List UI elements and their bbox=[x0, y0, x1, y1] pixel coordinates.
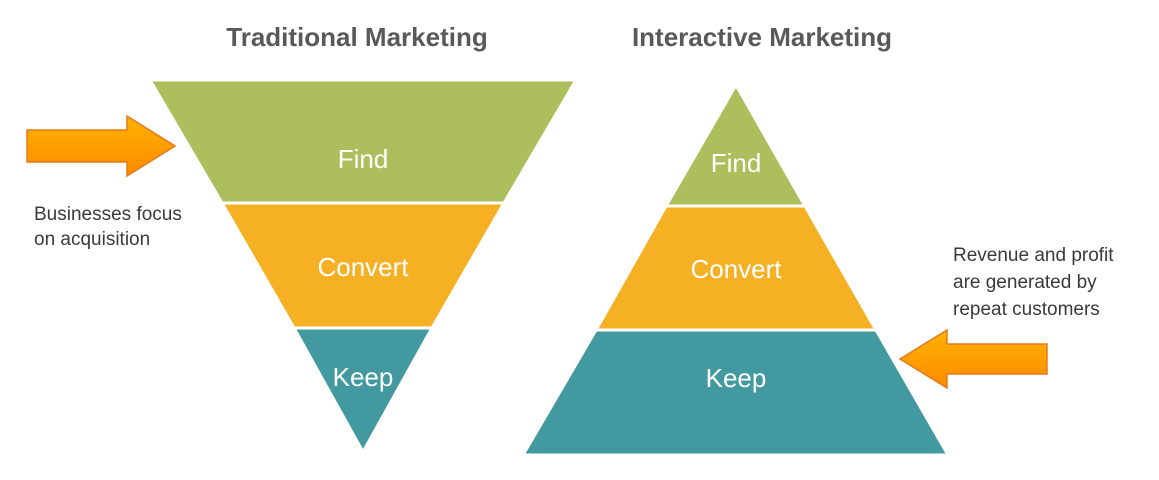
traditional-marketing-title: Traditional Marketing bbox=[226, 22, 488, 52]
acquisition-note: Businesses focus on acquisition bbox=[34, 204, 187, 250]
pyramid-layer-find bbox=[663, 81, 808, 208]
repeat-customers-note-line: repeat customers bbox=[953, 299, 1100, 320]
pyramid-label-find: Find bbox=[711, 148, 762, 178]
arrow-left-icon bbox=[898, 328, 1048, 390]
funnel-label-convert: Convert bbox=[317, 252, 409, 282]
acquisition-note-line: on acquisition bbox=[34, 229, 150, 250]
repeat-customers-note-line: are generated by bbox=[953, 272, 1097, 293]
funnel-label-find: Find bbox=[338, 144, 389, 174]
pyramid-label-keep: Keep bbox=[706, 363, 767, 393]
repeat-customers-note-line: Revenue and profit bbox=[953, 245, 1114, 266]
interactive-marketing-title: Interactive Marketing bbox=[632, 22, 892, 52]
pyramid-label-convert: Convert bbox=[690, 254, 782, 284]
repeat-customers-note: Revenue and profit are generated by repe… bbox=[953, 245, 1119, 320]
interactive-pyramid: Find Convert Keep bbox=[520, 81, 951, 457]
traditional-funnel: Find Convert Keep bbox=[147, 78, 579, 456]
arrow-right-icon bbox=[26, 114, 177, 178]
funnel-label-keep: Keep bbox=[333, 362, 394, 392]
acquisition-note-line: Businesses focus bbox=[34, 204, 182, 225]
funnel-layer-keep bbox=[291, 326, 435, 456]
pyramid-layer-keep bbox=[520, 328, 951, 457]
funnel-layer-find bbox=[147, 78, 579, 205]
